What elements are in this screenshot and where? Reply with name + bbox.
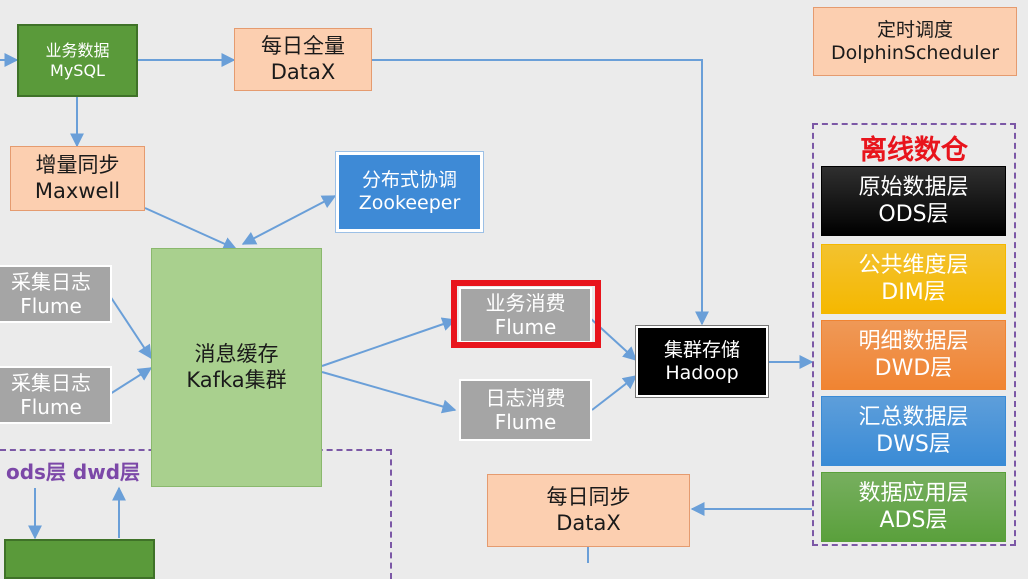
- layer-dim-line1: 公共维度层: [858, 252, 969, 278]
- layer-dim: 公共维度层 DIM层: [821, 244, 1006, 314]
- warehouse-title: 离线数仓: [860, 135, 968, 166]
- layer-ads: 数据应用层 ADS层: [821, 472, 1006, 542]
- warehouse-dashed-border: [812, 123, 1016, 546]
- zookeeper-line1: 分布式协调: [361, 169, 457, 192]
- layer-ads-line2: ADS层: [879, 508, 948, 533]
- mysql-node: 业务数据 MySQL: [17, 24, 138, 97]
- layer-ods: 原始数据层 ODS层: [821, 166, 1006, 236]
- flume-collect-1-line2: Flume: [20, 294, 82, 318]
- zookeeper-node: 分布式协调 Zookeeper: [335, 151, 484, 233]
- flume-collect-2-line2: Flume: [20, 395, 82, 419]
- kafka-line1: 消息缓存: [194, 342, 279, 367]
- flume-log-line2: Flume: [494, 410, 557, 434]
- arrow-flume2-kafka: [109, 367, 153, 395]
- flume-collect-2-line1: 采集日志: [11, 371, 91, 395]
- mysql-line2: MySQL: [50, 60, 105, 80]
- layer-dim-line2: DIM层: [881, 280, 946, 305]
- hadoop-line2: Hadoop: [665, 361, 739, 384]
- datax-sync-line2: DataX: [556, 510, 621, 535]
- layer-dwd-line2: DWD层: [874, 356, 953, 381]
- datax-full-line1: 每日全量: [261, 34, 345, 59]
- kafka-node: 消息缓存 Kafka集群: [151, 248, 322, 487]
- maxwell-node: 增量同步 Maxwell: [10, 146, 145, 211]
- datax-sync-line1: 每日同步: [546, 485, 631, 510]
- arrow-maxwell-kafka: [144, 207, 238, 251]
- hadoop-line1: 集群存储: [663, 338, 740, 361]
- layer-dws-line2: DWS层: [876, 432, 951, 457]
- flume-log-node: 日志消费 Flume: [459, 379, 592, 441]
- layer-ods-line1: 原始数据层: [858, 174, 969, 200]
- layer-ods-line2: ODS层: [878, 202, 949, 227]
- scheduler-node: 定时调度 DolphinScheduler: [813, 7, 1017, 76]
- layer-ads-line1: 数据应用层: [858, 480, 969, 506]
- flume-business-line1: 业务消费: [485, 291, 566, 315]
- scheduler-line1: 定时调度: [876, 18, 953, 41]
- maxwell-line1: 增量同步: [35, 153, 120, 178]
- mysql-line1: 业务数据: [45, 41, 110, 61]
- scheduler-line2: DolphinScheduler: [830, 41, 1000, 64]
- arrow-kafka-bizflume: [321, 317, 457, 367]
- layer-dwd: 明细数据层 DWD层: [821, 320, 1006, 390]
- datax-full-node: 每日全量 DataX: [234, 28, 372, 91]
- flume-collect-1-line1: 采集日志: [11, 270, 91, 294]
- layer-dws: 汇总数据层 DWS层: [821, 396, 1006, 466]
- datax-sync-node: 每日同步 DataX: [487, 474, 690, 547]
- ods-dwd-label: ods层 dwd层: [6, 460, 141, 484]
- zookeeper-line2: Zookeeper: [358, 192, 461, 214]
- kafka-line2: Kafka集群: [186, 367, 287, 392]
- maxwell-line2: Maxwell: [34, 178, 121, 203]
- arrow-kafka-zookeeper: [241, 195, 337, 245]
- flume-log-line1: 日志消费: [485, 386, 566, 410]
- flume-business-line2: Flume: [494, 315, 557, 339]
- flume-collect-1-node: 采集日志 Flume: [0, 265, 112, 323]
- datax-full-line2: DataX: [270, 59, 336, 84]
- highlight-frame: [451, 280, 601, 348]
- layer-dws-line1: 汇总数据层: [858, 404, 969, 430]
- layer-dwd-line1: 明细数据层: [858, 328, 969, 354]
- bottom-green-node: [4, 539, 155, 579]
- hadoop-node: 集群存储 Hadoop: [635, 325, 769, 398]
- arrow-kafka-logflume: [321, 371, 457, 414]
- arrow-logflume-hadoop: [591, 375, 638, 411]
- arrow-flume1-kafka: [109, 295, 152, 360]
- flume-collect-2-node: 采集日志 Flume: [0, 366, 112, 424]
